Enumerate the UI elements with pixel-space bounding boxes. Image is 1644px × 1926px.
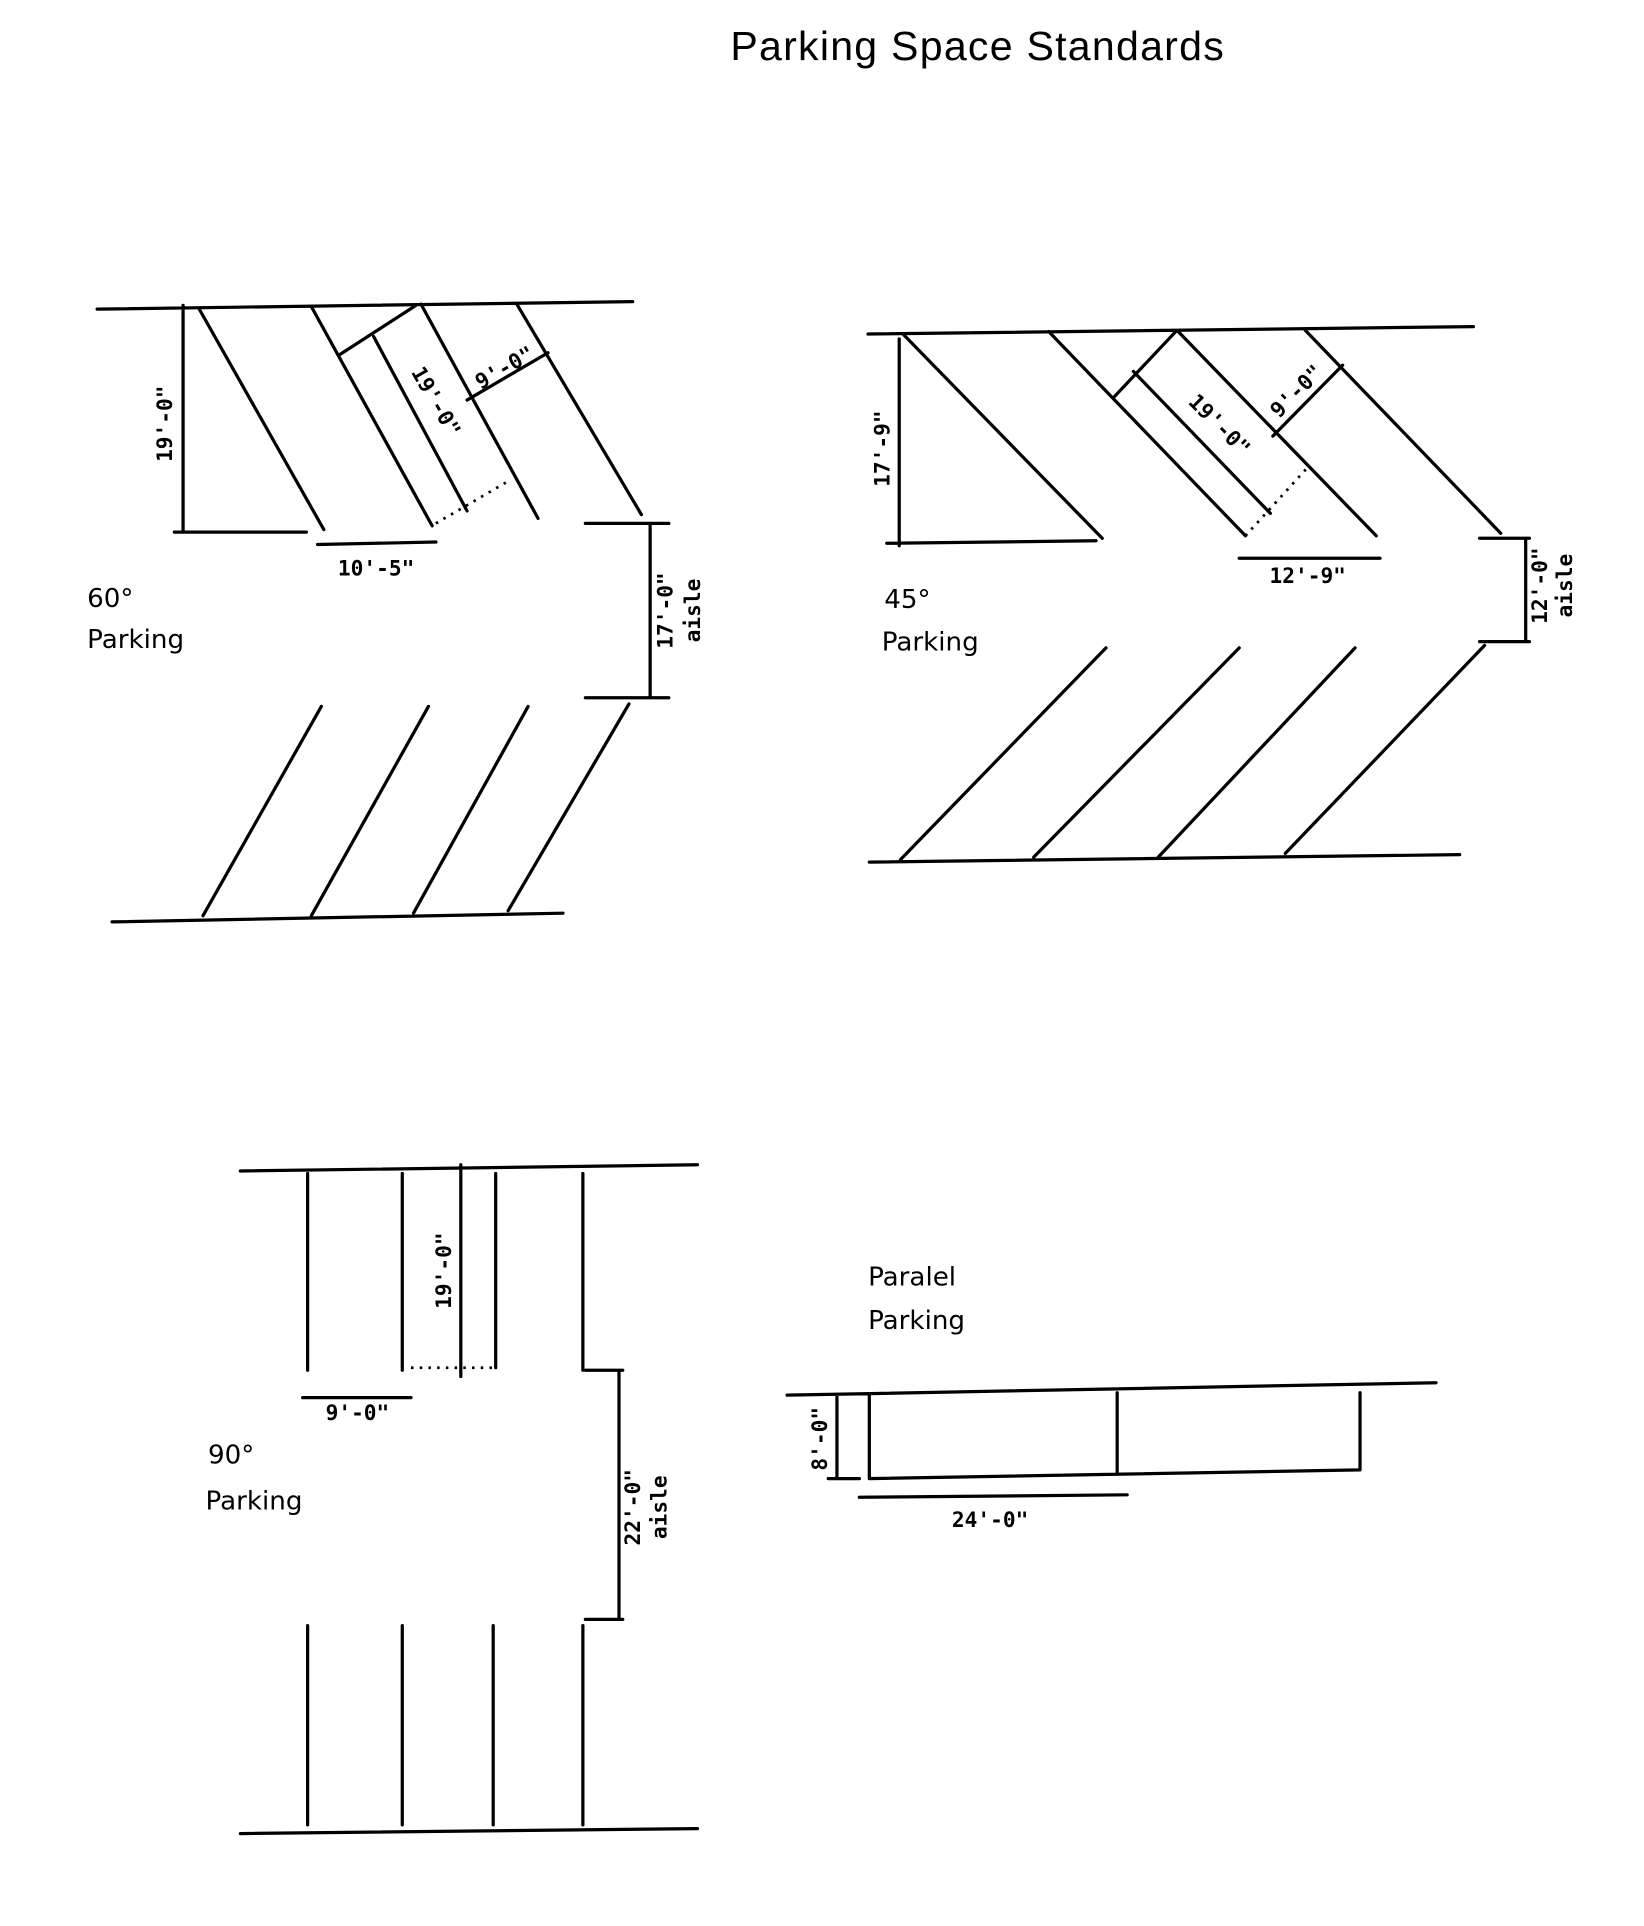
aisle-label-90: aisle <box>646 1475 671 1539</box>
aisle-dim-90: 22'-0" <box>620 1469 645 1545</box>
aisle-label-60: aisle <box>680 579 705 643</box>
angle-label-45: 45° <box>884 585 930 615</box>
depth-dim-60: 19'-0" <box>152 385 177 461</box>
depth-dim-90: 19'-0" <box>431 1232 456 1308</box>
width-dim-90: 9'-0" <box>326 1400 390 1425</box>
stall-width-dim-60: 9'-0" <box>471 341 539 394</box>
depth-dim-parallel: 8'-0" <box>807 1407 832 1471</box>
angle-label-parallel: Paralel <box>868 1263 956 1293</box>
parking-label-45: Parking <box>882 627 979 657</box>
width-dim-45: 12'-9" <box>1270 563 1346 588</box>
page-title: Parking Space Standards <box>730 23 1225 69</box>
angle-label-90: 90° <box>208 1441 254 1471</box>
diagram-parallel: Paralel Parking 8'-0" 24'-0" <box>785 1263 1438 1532</box>
depth-dim-45: 17'-9" <box>869 410 894 486</box>
diagram-90-degree: 90° Parking 19'-0" 9'-0" 22'-0" aisle <box>206 1163 700 1836</box>
width-dim-60: 10'-5" <box>338 556 414 581</box>
parking-label-90: Parking <box>206 1487 303 1517</box>
aisle-label-45: aisle <box>1552 554 1577 618</box>
diagram-45-degree: 45° Parking 17'-9" 12'-9" 19'-0" 9'-0" 1… <box>866 324 1577 864</box>
aisle-dim-45: 12'-0" <box>1527 547 1552 623</box>
diagram-60-degree: 60° Parking 19'-0" 10'-5" 19'-0" 9'-0" 1… <box>87 300 705 924</box>
parking-label-parallel: Parking <box>868 1306 965 1336</box>
parking-label-60: Parking <box>87 625 184 655</box>
width-dim-parallel: 24'-0" <box>952 1507 1028 1532</box>
angle-label-60: 60° <box>87 584 133 614</box>
stall-length-dim-60: 19'-0" <box>406 362 466 441</box>
aisle-dim-60: 17'-0" <box>653 572 678 648</box>
